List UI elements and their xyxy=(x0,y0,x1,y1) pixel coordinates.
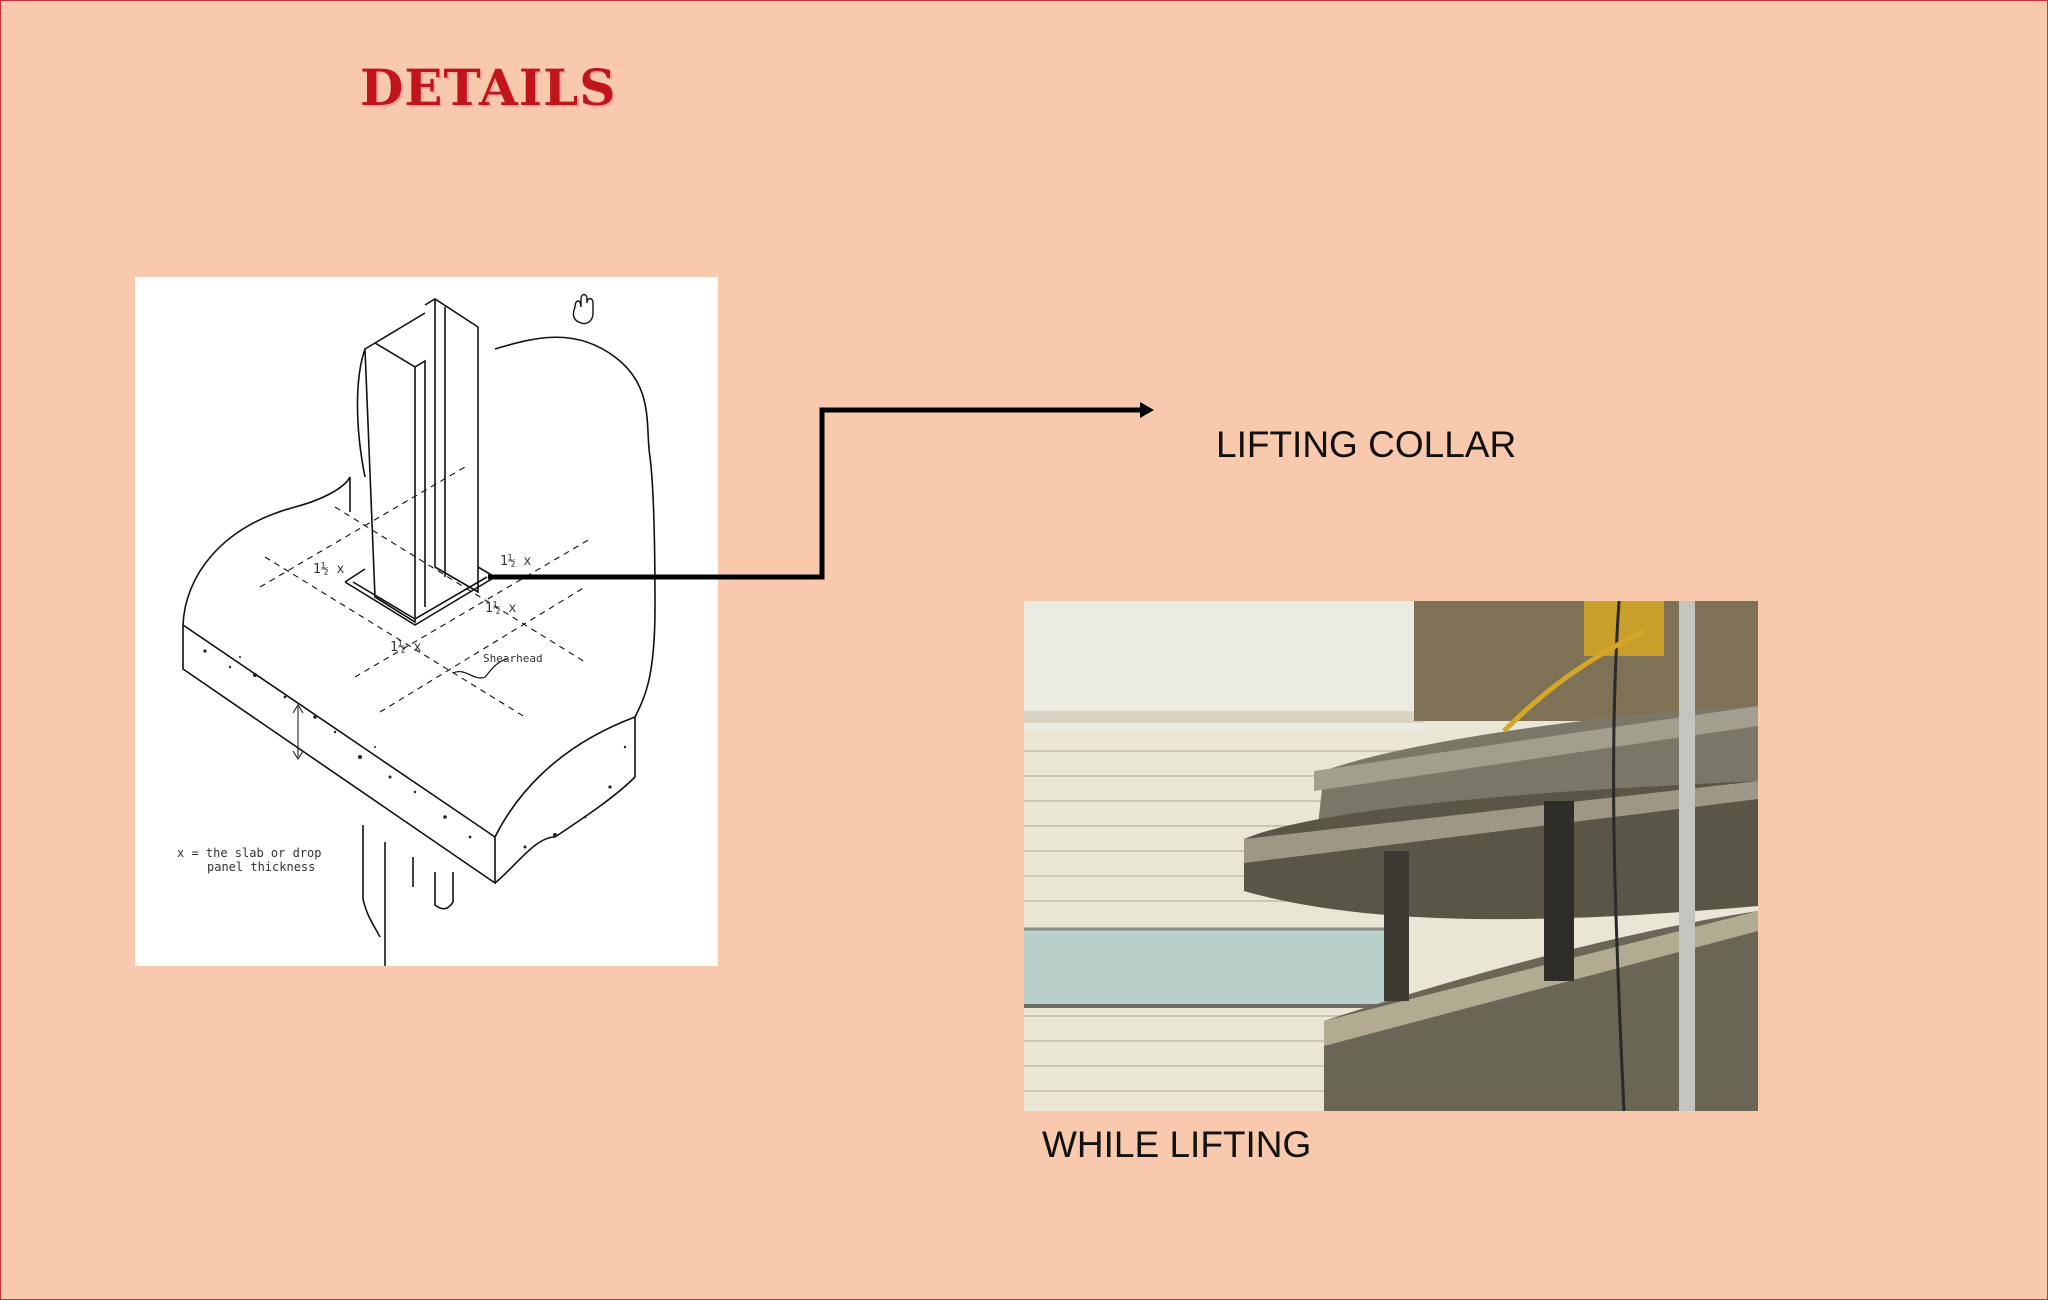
drawing-note: panel thickness xyxy=(207,860,315,874)
dimension-label: 1½ x xyxy=(390,640,421,655)
shearhead-drawing: 1½ x 1½ x 1½ x 1½ x Shearhead x = the sl… xyxy=(135,277,718,966)
dimension-label: 1½ x xyxy=(500,554,531,569)
lifting-collar-label: LIFTING COLLAR xyxy=(1216,424,1517,465)
slide-title: DETAILS xyxy=(360,58,617,117)
shearhead-label: Shearhead xyxy=(483,652,543,665)
dimension-label: 1½ x xyxy=(485,601,516,616)
dimension-label: 1½ x xyxy=(313,562,344,577)
lifting-photo xyxy=(1024,601,1758,1111)
drawing-note: x = the slab or drop xyxy=(177,846,322,860)
while-lifting-label: WHILE LIFTING xyxy=(1042,1124,1312,1165)
